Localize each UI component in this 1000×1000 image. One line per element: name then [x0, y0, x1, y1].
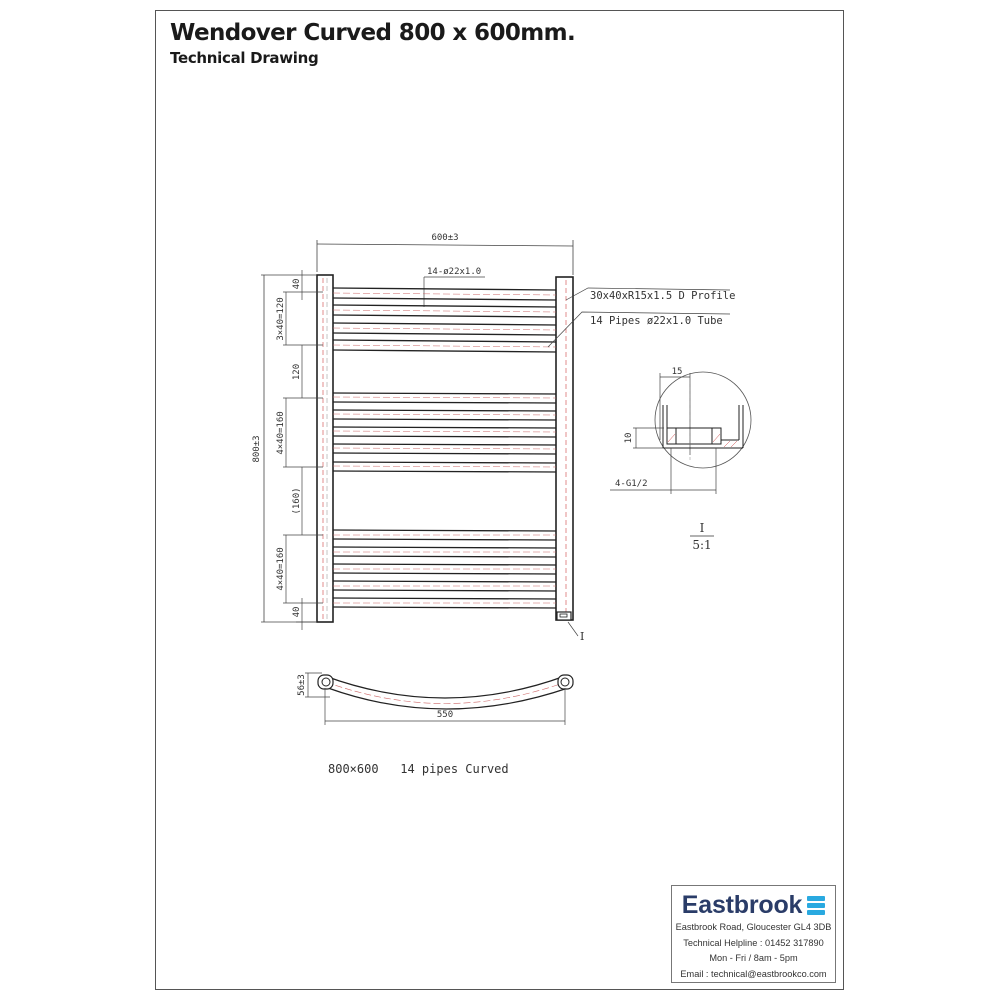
detail-scale: 5:1 [692, 538, 711, 552]
spacing-dim-3: 120 [292, 364, 302, 380]
pipe-group-bottom [332, 529, 557, 609]
pipe-callout-label: 14-ø22x1.0 [427, 267, 481, 277]
width-dimension-label: 600±3 [431, 233, 458, 243]
opening-hours: Mon - Fri / 8am - 5pm [709, 953, 798, 963]
company-address: Eastbrook Road, Gloucester GL4 3DB [675, 922, 832, 932]
spacing-dim-2: 3×40=120 [276, 297, 286, 340]
detail-view: 15 10 4-G1/2 I 5 [610, 367, 752, 552]
front-view: 600±3 14-ø22x1.0 [252, 233, 735, 643]
model-caption: 800×600 14 pipes Curved [328, 762, 509, 776]
spacing-dim-4: 4×40=160 [276, 411, 286, 454]
pipe-spec-label: 14 Pipes ø22x1.0 Tube [590, 315, 723, 327]
rail-profile-label: 30x40xR15x1.5 D Profile [590, 290, 735, 302]
waves-logo-icon [807, 895, 826, 915]
drawing-frame [155, 10, 844, 990]
pipe-callout: 14-ø22x1.0 [423, 267, 485, 307]
page-subtitle: Technical Drawing [170, 49, 319, 67]
spacing-dim-6: 4×40=160 [276, 547, 286, 590]
technical-helpline: Technical Helpline : 01452 317890 [683, 937, 824, 948]
spacing-dim-1: 40 [292, 279, 302, 290]
right-rail [555, 276, 574, 621]
contact-email[interactable]: Email : technical@eastbrookco.com [680, 968, 827, 979]
detail-height-label: 10 [624, 433, 634, 444]
height-dimension [261, 274, 317, 623]
detail-circle [654, 371, 752, 469]
detail-section-id: I [700, 521, 705, 535]
pipe-group-top [332, 287, 557, 353]
thread-label: 4-G1/2 [615, 479, 648, 489]
width-dimension: 600±3 [316, 233, 574, 275]
brand-row: Eastbrook [672, 890, 835, 920]
brand-name: Eastbrook [681, 890, 803, 919]
spacing-dim-7: 40 [292, 607, 302, 618]
pipe-group-middle [332, 392, 557, 473]
left-rail [316, 274, 334, 623]
detail-width-label: 15 [672, 367, 683, 377]
page-title: Wendover Curved 800 x 600mm. [170, 20, 576, 46]
section-marker: I [580, 630, 584, 643]
depth-dimension-label: 56±3 [297, 674, 307, 696]
centres-dimension-label: 550 [437, 710, 453, 720]
company-info-box: Eastbrook Eastbrook Road, Gloucester GL4… [671, 885, 836, 983]
height-dimension-label: 800±3 [252, 435, 262, 462]
top-view: 56±3 550 [297, 672, 574, 725]
spacing-dim-5: (160) [292, 487, 302, 514]
